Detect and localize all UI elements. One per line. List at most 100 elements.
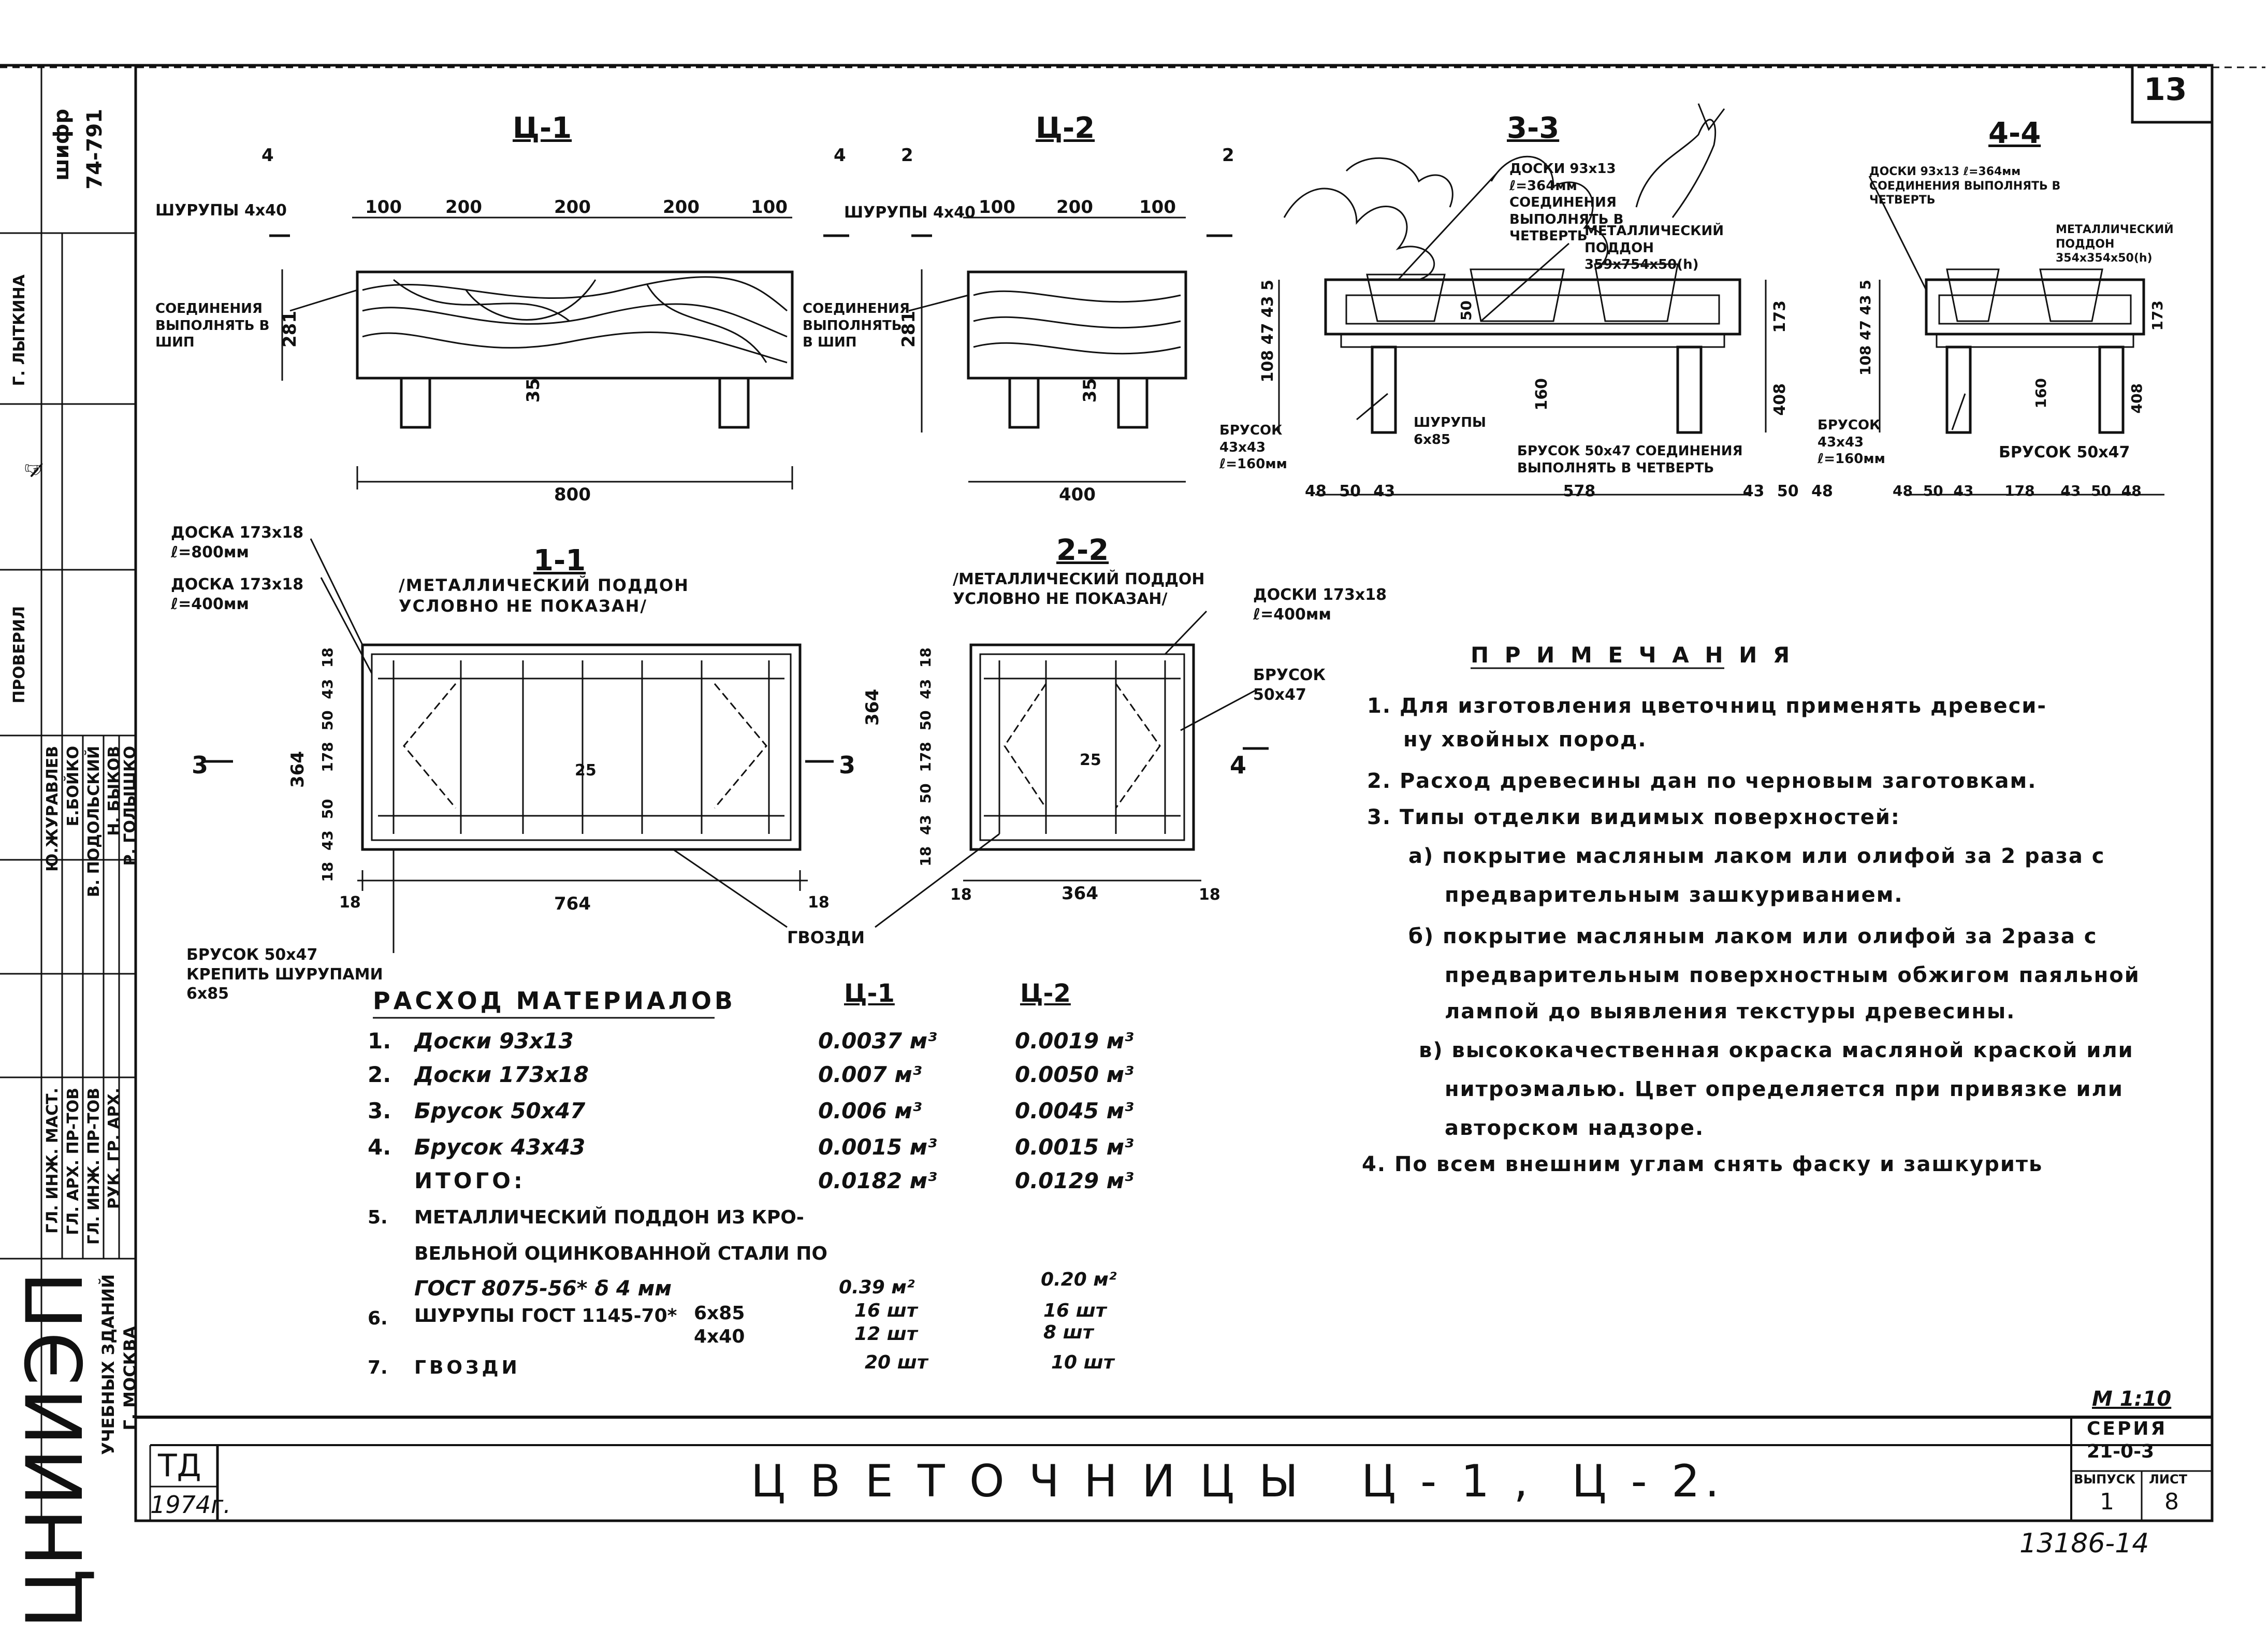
view-c1-front (269, 217, 849, 489)
sec22-d-7: 18 (917, 647, 934, 668)
sec33-h-5: 173 (1771, 300, 1789, 333)
sec33-h-8: 50 (1458, 300, 1475, 321)
c1-leg: 35 (523, 378, 544, 403)
mat-row-7-c2: 10 шт (1051, 1352, 1114, 1373)
sec33-dim-1: 48 (1305, 482, 1327, 500)
mat-row-6-c1b: 12 шт (854, 1323, 918, 1345)
sec44-note-4: БРУСОК 50x47 (1999, 443, 2130, 462)
mat-row-6-c2a: 16 шт (1043, 1300, 1107, 1321)
year: 1974г. (150, 1491, 231, 1519)
sec11-d-4: 178 (319, 742, 336, 772)
mat-row-6-c2b: 8 шт (1043, 1322, 1094, 1343)
org-name: ЦНИИЭП (10, 1269, 100, 1629)
mat-row-6-n: 6. (368, 1308, 388, 1329)
sec11-sec-left: 3 (192, 751, 209, 779)
mat-row-1-c2: 0.0019 м³ (1015, 1028, 1134, 1054)
cipher-label: шифр (50, 109, 74, 181)
sec11-note-3: /МЕТАЛЛИЧЕСКИЙ ПОДДОН УСЛОВНО НЕ ПОКАЗАН… (399, 575, 689, 616)
sec44-dim-1: 48 (1893, 482, 1913, 499)
view-section-2-2 (963, 643, 1269, 882)
sec33-note-4: БРУСОК 43x43 ℓ=160мм (1219, 423, 1287, 472)
sheet-number: 13 (2144, 71, 2187, 108)
scale: М 1:10 (2092, 1387, 2172, 1411)
sec11-title: 1-1 (533, 544, 586, 578)
sec22-bottom-3: 18 (1199, 886, 1220, 904)
sec44-dim-7: 48 (2121, 482, 2142, 499)
c1-dim-5: 100 (751, 197, 788, 218)
stamp-name-3: В. ПОДОЛЬСКИЙ (85, 746, 103, 898)
sec33-dim-7: 48 (1811, 482, 1833, 500)
sec44-h-1: 108 (1857, 345, 1874, 376)
sec22-d-6: 43 (917, 679, 934, 699)
checker-signature: ✍ (21, 456, 47, 482)
sec44-note-1: ДОСКИ 93x13 ℓ=364мм СОЕДИНЕНИЯ ВЫПОЛНЯТЬ… (1869, 165, 2061, 207)
sec33-dim-2: 50 (1339, 482, 1361, 500)
sec11-d-7: 18 (319, 647, 336, 668)
sec11-bottom-2: 764 (554, 893, 591, 914)
sheet-title: Ц В Е Т О Ч Н И Ц Ы Ц - 1 , Ц - 2. (751, 1455, 1725, 1507)
sec33-note-2: МЕТАЛЛИЧЕСКИЙ ПОДДОН 359x754x50(h) (1584, 223, 1724, 272)
sec22-d-2: 43 (917, 815, 934, 835)
stamp-name-2: Е.БОЙКО (64, 746, 82, 827)
inventory-number: 13186-14 (2019, 1528, 2149, 1559)
c1-height: 281 (280, 311, 300, 348)
sec33-h-2: 47 (1259, 323, 1277, 345)
c2-dim-1: 100 (979, 197, 1015, 218)
sec11-sec-right: 3 (839, 751, 856, 779)
sec11-bottom-1: 18 (339, 893, 361, 912)
mat-row-4-c1: 0.0015 м³ (818, 1134, 937, 1160)
stamp-name-4: Н. БЫКОВ (105, 746, 123, 836)
mat-row-1-n: 1. (368, 1028, 391, 1054)
c2-dim-2: 200 (1056, 197, 1093, 218)
stamp-role-1: ГЛ. ИНЖ. МАСТ. (43, 1088, 62, 1234)
sec22-center: 25 (1080, 751, 1101, 769)
sec22-title: 2-2 (1056, 534, 1109, 567)
mat-row-3-c2: 0.0045 м³ (1015, 1098, 1134, 1123)
note-line-7: б) покрытие масляным лаком или олифой за… (1408, 925, 2098, 948)
c1-dim-2: 200 (445, 197, 482, 218)
sec33-title: 3-3 (1507, 111, 1560, 145)
sec22-note-3: БРУСОК 50x47 (1253, 666, 1326, 704)
sec22-d-3: 50 (917, 783, 934, 804)
stamp-name-1: Ю.ЖУРАВЛЕВ (43, 746, 62, 872)
sec33-h-3: 43 (1259, 296, 1277, 318)
mat-row-6-name: ШУРУПЫ ГОСТ 1145-70* (414, 1305, 677, 1327)
mat-row-3-name: Брусок 50x47 (414, 1098, 586, 1123)
sec22-height: 364 (862, 689, 883, 726)
mat-row-2-name: Доски 173x18 (414, 1062, 589, 1087)
checker-name: Г. ЛЫТКИНА (10, 275, 28, 386)
sec44-title: 4-4 (1988, 117, 2041, 150)
sec22-d-5: 50 (917, 710, 934, 731)
c1-joint-note: СОЕДИНЕНИЯ ВЫПОЛНЯТЬ В ШИП (155, 301, 270, 350)
sec44-dim-4: 178 (2004, 482, 2035, 499)
mat-row-2-c1: 0.007 м³ (818, 1062, 922, 1087)
sec22-dims-left: 18 43 50 178 50 43 18 (917, 647, 935, 867)
sec44-h-4: 5 (1857, 280, 1874, 290)
sec11-dims-left: 18 43 50 178 50 43 18 (318, 647, 337, 882)
mat-row-5-n: 5. (368, 1207, 388, 1228)
sec33-dim-6: 50 (1777, 482, 1799, 500)
note-line-9: лампой до выявления текстуры древесины. (1445, 1000, 2016, 1023)
sec11-d-3: 50 (319, 799, 336, 819)
org-subtitle: УЧЕБНЫХ ЗДАНИЙ (98, 1274, 118, 1455)
mat-row-4-n: 4. (368, 1134, 391, 1160)
mat-row-4-c2: 0.0015 м³ (1015, 1134, 1134, 1160)
mat-row-6-size-b: 4x40 (694, 1326, 745, 1347)
sec33-dims: 48 50 43 578 43 50 48 (1305, 482, 1833, 501)
mat-row-6-c1a: 16 шт (854, 1300, 918, 1321)
mat-total-c2: 0.0129 м³ (1015, 1168, 1134, 1193)
issue-value: 1 (2100, 1489, 2114, 1515)
sec11-note-4: БРУСОК 50x47 КРЕПИТЬ ШУРУПАМИ 6x85 (186, 946, 383, 1003)
view-section-4-4 (1879, 268, 2164, 496)
c2-leg: 35 (1080, 378, 1100, 403)
note-line-11: нитроэмалью. Цвет определяется при привя… (1445, 1077, 2124, 1101)
sec33-h-7: 160 (1533, 378, 1551, 411)
mat-row-7-n: 7. (368, 1357, 388, 1378)
check-label: ПРОВЕРИЛ (10, 606, 28, 703)
sec44-dim-3: 43 (1953, 482, 1974, 499)
mat-row-5-c1: 0.39 м² (839, 1277, 915, 1298)
org-city: Г. МОСКВА (120, 1326, 140, 1431)
sec44-note-2: МЕТАЛЛИЧЕСКИЙ ПОДДОН 354x354x50(h) (2056, 223, 2174, 265)
materials-title: РАСХОД МАТЕРИАЛОВ (373, 987, 736, 1015)
stamp-role-4: РУК. ГР. АРХ. (105, 1088, 123, 1209)
